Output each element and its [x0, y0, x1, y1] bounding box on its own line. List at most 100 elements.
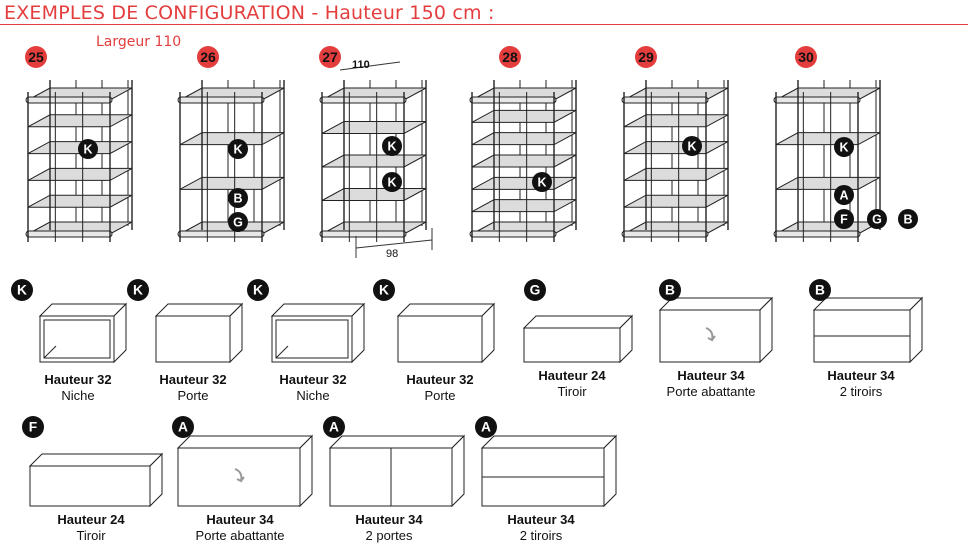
config-number-badge: 30	[795, 46, 817, 68]
shelf	[27, 114, 133, 128]
module-letter-badge: G	[867, 209, 887, 229]
shelf	[27, 194, 133, 208]
module-side	[351, 302, 365, 364]
module-letter: B	[233, 192, 242, 206]
shelf	[471, 154, 577, 168]
module-top	[328, 435, 466, 449]
badge-circle	[228, 188, 248, 208]
badge-circle	[78, 139, 98, 159]
config-number-badge: 25	[25, 46, 47, 68]
badge-circle	[532, 172, 552, 192]
module-top	[28, 453, 164, 467]
module-letter-badge: G	[228, 212, 248, 232]
module-letter: A	[329, 420, 339, 435]
module-letter: K	[687, 140, 696, 154]
module-letter: K	[133, 283, 143, 298]
module-side	[299, 434, 313, 508]
niche-depth-line	[275, 345, 289, 359]
module-side	[619, 314, 633, 364]
module-side	[229, 302, 243, 364]
shelf	[471, 109, 577, 123]
shelf-unit-25	[25, 80, 133, 242]
badge-circle	[682, 136, 702, 156]
module-letter: B	[815, 283, 825, 298]
shelf	[623, 167, 729, 181]
module-type-label: Porte abattante	[666, 384, 756, 399]
module-front	[397, 315, 483, 363]
badge-circle	[197, 46, 219, 68]
end-shelf-rail	[773, 96, 861, 104]
end-shelf-rail	[469, 230, 557, 238]
badge-circle	[172, 416, 194, 438]
shelf	[775, 132, 881, 146]
module-type-label: Porte	[424, 388, 456, 403]
module-letter: F	[840, 213, 848, 227]
module-top	[270, 303, 366, 317]
module-height-label: Hauteur 24	[538, 368, 606, 383]
badge-circle	[867, 209, 887, 229]
badge-circle	[22, 416, 44, 438]
flap-arrow-icon	[705, 327, 716, 342]
shelf	[623, 141, 729, 155]
width-dimension-line	[339, 61, 401, 71]
config-number-badge: 28	[499, 46, 521, 68]
module-side	[759, 296, 773, 364]
module-letter: K	[17, 283, 27, 298]
depth-dimension-line	[355, 239, 433, 249]
module-letter-badge: K	[127, 279, 149, 301]
shelf	[27, 167, 133, 181]
module-height-label: Hauteur 32	[406, 372, 474, 387]
module-top	[480, 435, 618, 449]
module-letter: B	[903, 213, 912, 227]
shelf	[321, 121, 427, 134]
module-front	[29, 465, 151, 507]
module-top	[38, 303, 128, 317]
module-height-label: Hauteur 32	[159, 372, 227, 387]
shelf-unit-27	[319, 80, 427, 242]
module-height-label: Hauteur 32	[44, 372, 112, 387]
module-letter: G	[872, 213, 882, 227]
badge-circle	[382, 172, 402, 192]
module-letter-badge: K	[532, 172, 552, 192]
shelf	[471, 132, 577, 146]
width-dimension-label: 110	[352, 59, 370, 71]
module-front	[523, 327, 621, 363]
shelf	[471, 176, 577, 190]
config-number: 29	[638, 49, 654, 65]
shelf	[471, 199, 577, 213]
badge-circle	[323, 416, 345, 438]
end-shelf-rail	[621, 230, 709, 238]
module-letter: K	[253, 283, 263, 298]
module-front	[155, 315, 231, 363]
end-shelf-rail	[319, 230, 407, 238]
config-number-badge: 27	[319, 46, 341, 68]
module-door	[396, 302, 496, 364]
module-letter-badge: B	[659, 279, 681, 301]
config-number: 27	[322, 49, 338, 65]
badge-circle	[25, 46, 47, 68]
module-type-label: 2 tiroirs	[839, 384, 883, 399]
module-letter: A	[178, 420, 188, 435]
shelf	[321, 154, 427, 168]
module-height-label: Hauteur 34	[507, 512, 575, 527]
config-number: 30	[798, 49, 814, 65]
module-letter: K	[387, 176, 396, 190]
module-side	[909, 296, 923, 364]
module-type-label: Porte abattante	[195, 528, 285, 543]
module-letter: B	[665, 283, 675, 298]
module-flap	[658, 296, 774, 364]
module-letter-badge: A	[475, 416, 497, 438]
flap-arrow-icon	[234, 468, 245, 483]
shelf	[775, 176, 881, 190]
config-number-badge: 26	[197, 46, 219, 68]
module-height-label: Hauteur 24	[57, 512, 125, 527]
module-letter: K	[83, 143, 92, 157]
module-two-doors	[328, 434, 466, 508]
module-front	[659, 309, 761, 363]
badge-circle	[228, 139, 248, 159]
badge-circle	[795, 46, 817, 68]
module-type-label: 2 portes	[365, 528, 413, 543]
module-drawer	[28, 452, 164, 508]
module-letter-badge: K	[373, 279, 395, 301]
